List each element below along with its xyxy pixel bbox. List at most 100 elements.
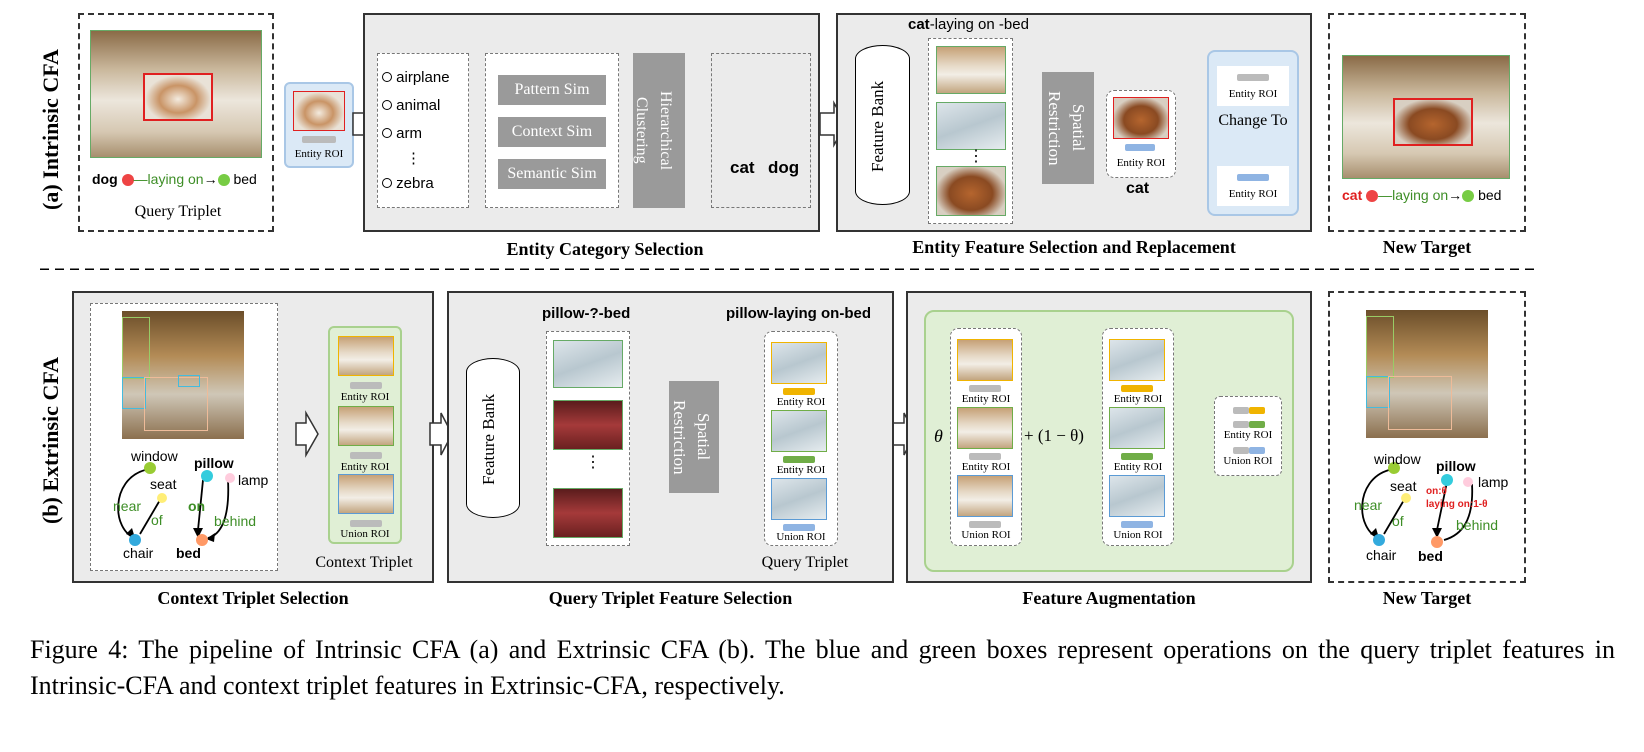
- query-feature-selection-caption: Query Triplet Feature Selection: [548, 588, 793, 608]
- aug-right-label-2: Entity ROI: [1113, 461, 1163, 473]
- new-target-a-text: cat —laying on→ bed: [1342, 187, 1502, 203]
- figure-caption: Figure 4: The pipeline of Intrinsic CFA …: [30, 635, 1615, 700]
- selected-roi-label: Entity ROI: [1116, 157, 1166, 169]
- context-triplet-caption: Context Triplet: [315, 554, 413, 571]
- context-triplet-selection-caption: Context Triplet Selection: [157, 588, 349, 608]
- entity-category-panel: Pattern Sim Context Sim Semantic Sim Hie…: [363, 13, 820, 259]
- unknown-title: pillow-?-bed: [542, 305, 631, 322]
- cat-roi-box: [1393, 98, 1473, 146]
- nt-seat: seat: [1390, 478, 1417, 494]
- new-object: bed: [1478, 187, 1502, 203]
- query-triplet-b-caption: Query Triplet: [761, 554, 849, 571]
- entity-roi-top-label: Entity ROI: [1228, 88, 1278, 100]
- aug-left-rois: Entity ROI Entity ROI Union ROI: [950, 328, 1022, 546]
- aug-left-label-3: Union ROI: [961, 529, 1011, 541]
- candidate-img-3: [936, 166, 1006, 216]
- spatial-restriction-b: Spatial Restriction: [669, 381, 719, 493]
- node-bed: [196, 534, 208, 546]
- query-roi-label-2: Entity ROI: [776, 464, 826, 476]
- context-rois-box: Entity ROI Entity ROI Union ROI: [328, 326, 402, 544]
- entity-roi-label: Entity ROI: [294, 148, 344, 160]
- query-roi-label-1: Entity ROI: [776, 396, 826, 408]
- aug-right-rois: Entity ROI Entity ROI Union ROI: [1102, 328, 1174, 546]
- subject-dot: [121, 174, 134, 187]
- feature-augmentation-caption: Feature Augmentation: [1022, 588, 1196, 608]
- selected-roi-thumb: [1113, 97, 1169, 139]
- ctx-label-lamp: lamp: [238, 472, 269, 488]
- nt-laying-theta: laying on:1-θ: [1426, 499, 1488, 510]
- unknown-ellipsis: ⋮: [585, 454, 601, 471]
- new-target-b-panel: [1328, 291, 1526, 583]
- ctx-label-behind: behind: [214, 513, 257, 529]
- query-triplet-caption: Query Triplet: [134, 203, 222, 220]
- entity-roi-extract: Entity ROI: [284, 82, 354, 168]
- feature-bank-a: Feature Bank: [855, 45, 910, 205]
- feature-bank-b-label: Feature Bank: [479, 393, 498, 485]
- feature-bank-a-label: Feature Bank: [868, 80, 887, 172]
- new-target-b-caption: New Target: [1382, 588, 1472, 608]
- nt-pillow: pillow: [1436, 458, 1476, 474]
- context-roi-label-2: Entity ROI: [340, 461, 390, 473]
- query-image: [90, 30, 262, 158]
- nt-behind: behind: [1456, 517, 1499, 533]
- nt-on-theta: on:θ: [1426, 486, 1447, 497]
- aug-left-label-2: Entity ROI: [961, 461, 1011, 473]
- query-object: bed: [233, 171, 257, 187]
- feature-bank-b: Feature Bank: [466, 358, 520, 518]
- new-target-b-image: [1366, 310, 1488, 438]
- new-target-a-image: [1342, 55, 1510, 179]
- unknown-img-2: [553, 400, 623, 450]
- spatial-restriction-a: Spatial Restriction: [1042, 72, 1094, 184]
- ctx-label-near: near: [113, 498, 142, 514]
- bank-title-a: cat-laying on -bed: [908, 16, 1029, 33]
- unknown-img-3: [553, 488, 623, 538]
- candidate-img-2: [936, 102, 1006, 150]
- tree-leaf-dog: dog: [768, 158, 800, 177]
- category-item: airplane: [382, 64, 450, 92]
- category-items: airplane animal arm ⋮ zebra: [382, 64, 450, 198]
- category-item: animal: [382, 92, 450, 120]
- query-triplet-panel: dog —laying on→ bed Query Triplet: [78, 13, 274, 232]
- query-triplet-text: dog —laying on→ bed: [92, 171, 257, 187]
- node-seat: [157, 493, 167, 503]
- nt-of: of: [1392, 513, 1404, 529]
- nt-near: near: [1354, 497, 1383, 513]
- ctx-label-of: of: [151, 512, 163, 528]
- tree-leaf-cat: cat: [730, 158, 755, 177]
- ctx-label-on: on: [188, 498, 206, 514]
- entity-roi-top-card: Entity ROI: [1217, 66, 1289, 106]
- change-to-box: Entity ROI Change To Entity ROI: [1207, 50, 1299, 216]
- nt-chair: chair: [1366, 547, 1397, 563]
- category-item: ⋮: [406, 150, 421, 167]
- ctx-label-pillow: pillow: [194, 455, 234, 471]
- node-chair: [129, 534, 141, 546]
- plus-expression: + (1 − θ): [1024, 426, 1084, 445]
- hierarchical-clustering: Hierarchical Clustering: [633, 53, 685, 208]
- entity-roi-thumb: [293, 91, 345, 131]
- ctx-label-seat: seat: [150, 476, 177, 492]
- context-roi-label-1: Entity ROI: [340, 391, 390, 403]
- candidate-img-1: [936, 46, 1006, 94]
- aug-right-label-3: Union ROI: [1113, 529, 1163, 541]
- query-rois-box: Entity ROI Entity ROI Union ROI: [764, 331, 838, 546]
- candidate-ellipsis: ⋮: [968, 148, 984, 165]
- category-item: zebra: [382, 170, 450, 198]
- node-lamp: [225, 473, 235, 483]
- nt-window: window: [1374, 451, 1421, 467]
- selected-entity: cat: [1126, 180, 1150, 197]
- roi-bar: [302, 136, 336, 143]
- aug-result-label-2: Union ROI: [1223, 455, 1273, 467]
- nt-bed: bed: [1418, 548, 1443, 564]
- aug-left-label-1: Entity ROI: [961, 393, 1011, 405]
- entity-roi-bottom-card: Entity ROI: [1217, 166, 1289, 206]
- theta-label: θ: [934, 426, 943, 446]
- tree-box: [711, 53, 811, 208]
- context-graph: [117, 462, 235, 546]
- nt-lamp: lamp: [1478, 474, 1509, 490]
- category-item: arm: [382, 120, 450, 148]
- known-title: pillow-laying on-bed: [726, 305, 871, 322]
- ctx-label-chair: chair: [123, 545, 154, 561]
- ctx-label-window: window: [131, 448, 178, 464]
- object-dot: [217, 174, 230, 187]
- category-list: [377, 53, 469, 208]
